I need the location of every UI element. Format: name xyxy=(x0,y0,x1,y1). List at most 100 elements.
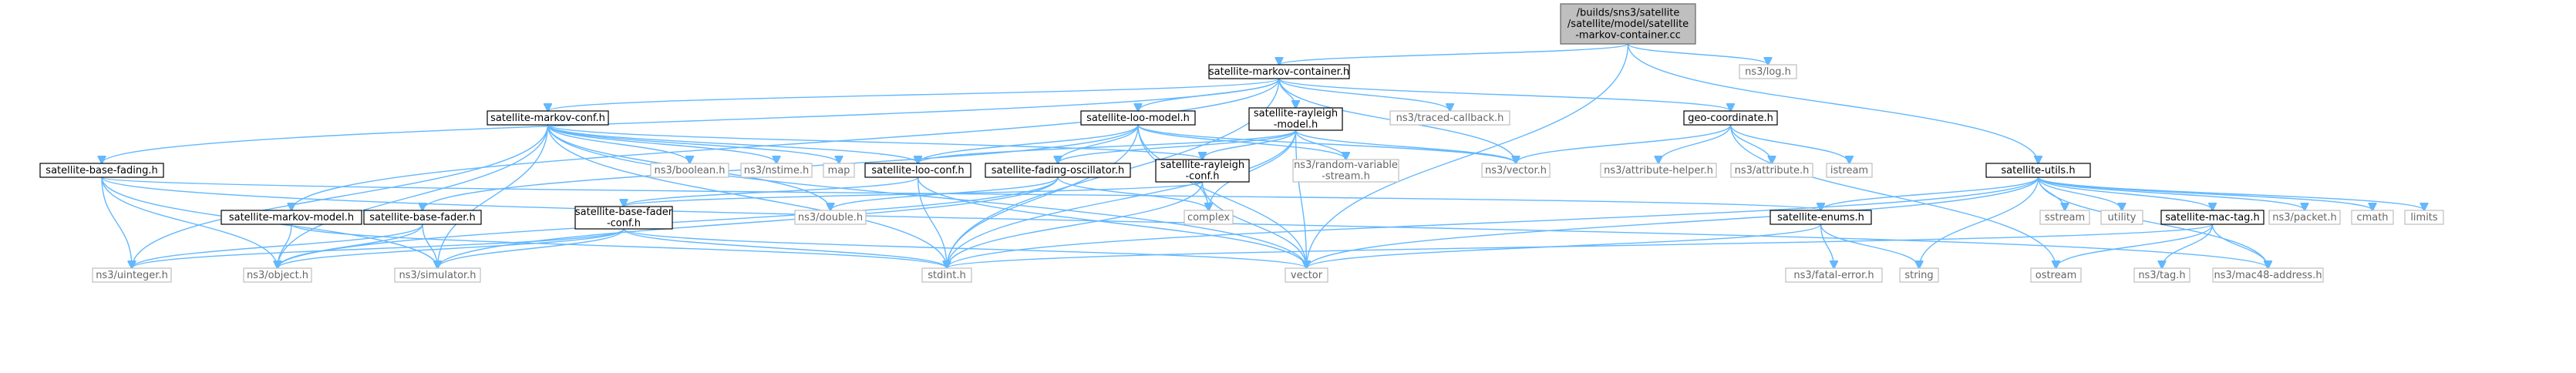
node-box-istream xyxy=(1826,163,1873,178)
node-packet: ns3/packet.h xyxy=(2268,210,2341,225)
node-root[interactable]: /builds/sns3/satellite/satellite/model/s… xyxy=(1560,3,1696,45)
node-geo[interactable]: geo-coordinate.h xyxy=(1683,110,1778,126)
node-label-root-0: /builds/sns3/satellite xyxy=(1577,7,1680,18)
node-markov_model[interactable]: satellite-markov-model.h xyxy=(221,210,362,225)
node-loo_model[interactable]: satellite-loo-model.h xyxy=(1080,110,1196,126)
edge-base_fader-to-uinteger xyxy=(132,223,423,268)
node-label-utility-0: utility xyxy=(2108,212,2137,223)
node-limits: limits xyxy=(2404,210,2444,225)
node-rayleigh_conf[interactable]: satellite-rayleigh-conf.h xyxy=(1155,159,1250,183)
edge-root-to-smc_h xyxy=(1279,43,1629,65)
node-label-rayleigh_model-0: satellite-rayleigh xyxy=(1254,108,1338,119)
edge-smc_h-to-markov_conf xyxy=(548,78,1280,111)
edge-markov_conf-to-vector xyxy=(547,124,1307,268)
node-box-uinteger xyxy=(92,267,172,283)
node-vector: vector xyxy=(1285,267,1328,283)
edge-enums-to-string xyxy=(1820,223,1920,268)
edge-loo_model-to-loo_conf xyxy=(918,124,1139,163)
node-box-object xyxy=(243,267,312,283)
edge-base_fading-to-uinteger xyxy=(101,176,132,268)
edge-rayleigh_model-to-fading_osc xyxy=(1058,129,1297,163)
edge-fading_osc-to-simulator xyxy=(438,176,1059,268)
edge-utils-to-stdint xyxy=(947,176,2039,268)
node-box-utils xyxy=(1985,163,2091,178)
node-box-string xyxy=(1899,267,1939,283)
node-utility: utility xyxy=(2100,210,2143,225)
node-base_fader[interactable]: satellite-base-fader.h xyxy=(363,210,482,225)
node-label-double-0: ns3/double.h xyxy=(798,212,863,223)
node-label-loo_model-0: satellite-loo-model.h xyxy=(1086,113,1190,124)
node-label-geo-0: geo-coordinate.h xyxy=(1688,113,1773,124)
node-complex: complex xyxy=(1184,210,1234,225)
edge-markov_conf-to-stdint xyxy=(547,124,948,268)
node-label-markov_conf-0: satellite-markov-conf.h xyxy=(490,113,605,124)
node-box-base_fader_conf xyxy=(574,206,673,230)
node-box-attr_helper xyxy=(1600,163,1717,178)
edge-root-to-log xyxy=(1627,43,1769,65)
edge-utils-to-mac_tag xyxy=(2037,176,2213,210)
edge-smc_h-to-markov_model xyxy=(291,78,1280,210)
node-box-mac48 xyxy=(2212,267,2324,283)
node-label-base_fader-0: satellite-base-fader.h xyxy=(369,212,475,223)
node-label-map-0: map xyxy=(828,165,850,176)
edge-rayleigh_model-to-loo_conf xyxy=(918,129,1297,163)
node-enums[interactable]: satellite-enums.h xyxy=(1770,210,1872,225)
node-istream: istream xyxy=(1826,163,1873,178)
node-label-istream-0: istream xyxy=(1830,165,1868,176)
node-label-smc_h-0: satellite-markov-container.h xyxy=(1209,66,1349,78)
node-base_fading[interactable]: satellite-base-fading.h xyxy=(39,163,164,178)
node-box-fading_osc xyxy=(985,163,1131,178)
node-label-rayleigh_conf-1: -conf.h xyxy=(1185,171,1219,183)
node-box-mac_tag xyxy=(2160,210,2265,225)
node-label-ostream-0: ostream xyxy=(2036,270,2077,281)
node-nstime: ns3/nstime.h xyxy=(740,163,813,178)
node-box-vector xyxy=(1285,267,1328,283)
node-markov_conf[interactable]: satellite-markov-conf.h xyxy=(487,110,609,126)
node-box-rayleigh_model xyxy=(1248,107,1343,131)
node-label-attr_helper-0: ns3/attribute-helper.h xyxy=(1604,165,1713,176)
edge-rayleigh_model-to-vector xyxy=(1295,129,1307,268)
node-label-ns3_vector-0: ns3/vector.h xyxy=(1485,165,1547,176)
node-label-base_fader_conf-1: -conf.h xyxy=(607,218,641,230)
node-label-object-0: ns3/object.h xyxy=(247,270,308,281)
node-label-packet-0: ns3/packet.h xyxy=(2272,212,2337,223)
node-box-map xyxy=(823,163,855,178)
node-uinteger: ns3/uinteger.h xyxy=(92,267,172,283)
edge-loo_conf-to-stdint xyxy=(917,176,948,268)
node-label-root-2: -markov-container.cc xyxy=(1575,29,1681,41)
edge-mac_tag-to-stdint xyxy=(947,223,2214,268)
node-label-fading_osc-0: satellite-fading-oscillator.h xyxy=(992,165,1125,176)
edge-base_fading-to-enums xyxy=(101,176,1821,210)
node-box-fatal_error xyxy=(1785,267,1883,283)
node-layer: /builds/sns3/satellite/satellite/model/s… xyxy=(39,3,2444,283)
edge-utils-to-utility xyxy=(2037,176,2123,210)
node-box-markov_model xyxy=(221,210,362,225)
edge-loo_model-to-ns3_vector xyxy=(1137,124,1516,163)
edge-mac_tag-to-mac48 xyxy=(2211,223,2268,268)
edge-markov_conf-to-uinteger xyxy=(132,124,549,268)
edge-base_fader_conf-to-object xyxy=(278,228,625,268)
node-label-log-0: ns3/log.h xyxy=(1745,66,1791,78)
node-box-geo xyxy=(1683,110,1778,126)
node-utils[interactable]: satellite-utils.h xyxy=(1985,163,2091,178)
edge-markov_conf-to-boolean xyxy=(547,124,690,163)
node-label-simulator-0: ns3/simulator.h xyxy=(399,270,476,281)
node-loo_conf[interactable]: satellite-loo-conf.h xyxy=(864,163,971,178)
node-box-complex xyxy=(1184,210,1234,225)
edge-rayleigh_model-to-rayleigh_conf xyxy=(1203,129,1297,160)
node-mac_tag[interactable]: satellite-mac-tag.h xyxy=(2160,210,2265,225)
node-smc_h[interactable]: satellite-markov-container.h xyxy=(1208,64,1350,79)
node-label-utils-0: satellite-utils.h xyxy=(2001,165,2075,176)
node-label-mac48-0: ns3/mac48-address.h xyxy=(2214,270,2322,281)
edge-root-to-utils xyxy=(1627,43,2039,163)
node-label-enums-0: satellite-enums.h xyxy=(1777,212,1864,223)
edge-geo-to-ns3_vector xyxy=(1516,124,1732,163)
node-fading_osc[interactable]: satellite-fading-oscillator.h xyxy=(985,163,1131,178)
node-ostream: ostream xyxy=(2030,267,2082,283)
node-rayleigh_model[interactable]: satellite-rayleigh-model.h xyxy=(1248,107,1343,131)
edge-rayleigh_model-to-ns3_vector xyxy=(1295,129,1517,163)
node-base_fader_conf[interactable]: satellite-base-fader-conf.h xyxy=(574,206,673,230)
node-box-boolean xyxy=(650,163,729,178)
node-box-ns3_vector xyxy=(1481,163,1551,178)
